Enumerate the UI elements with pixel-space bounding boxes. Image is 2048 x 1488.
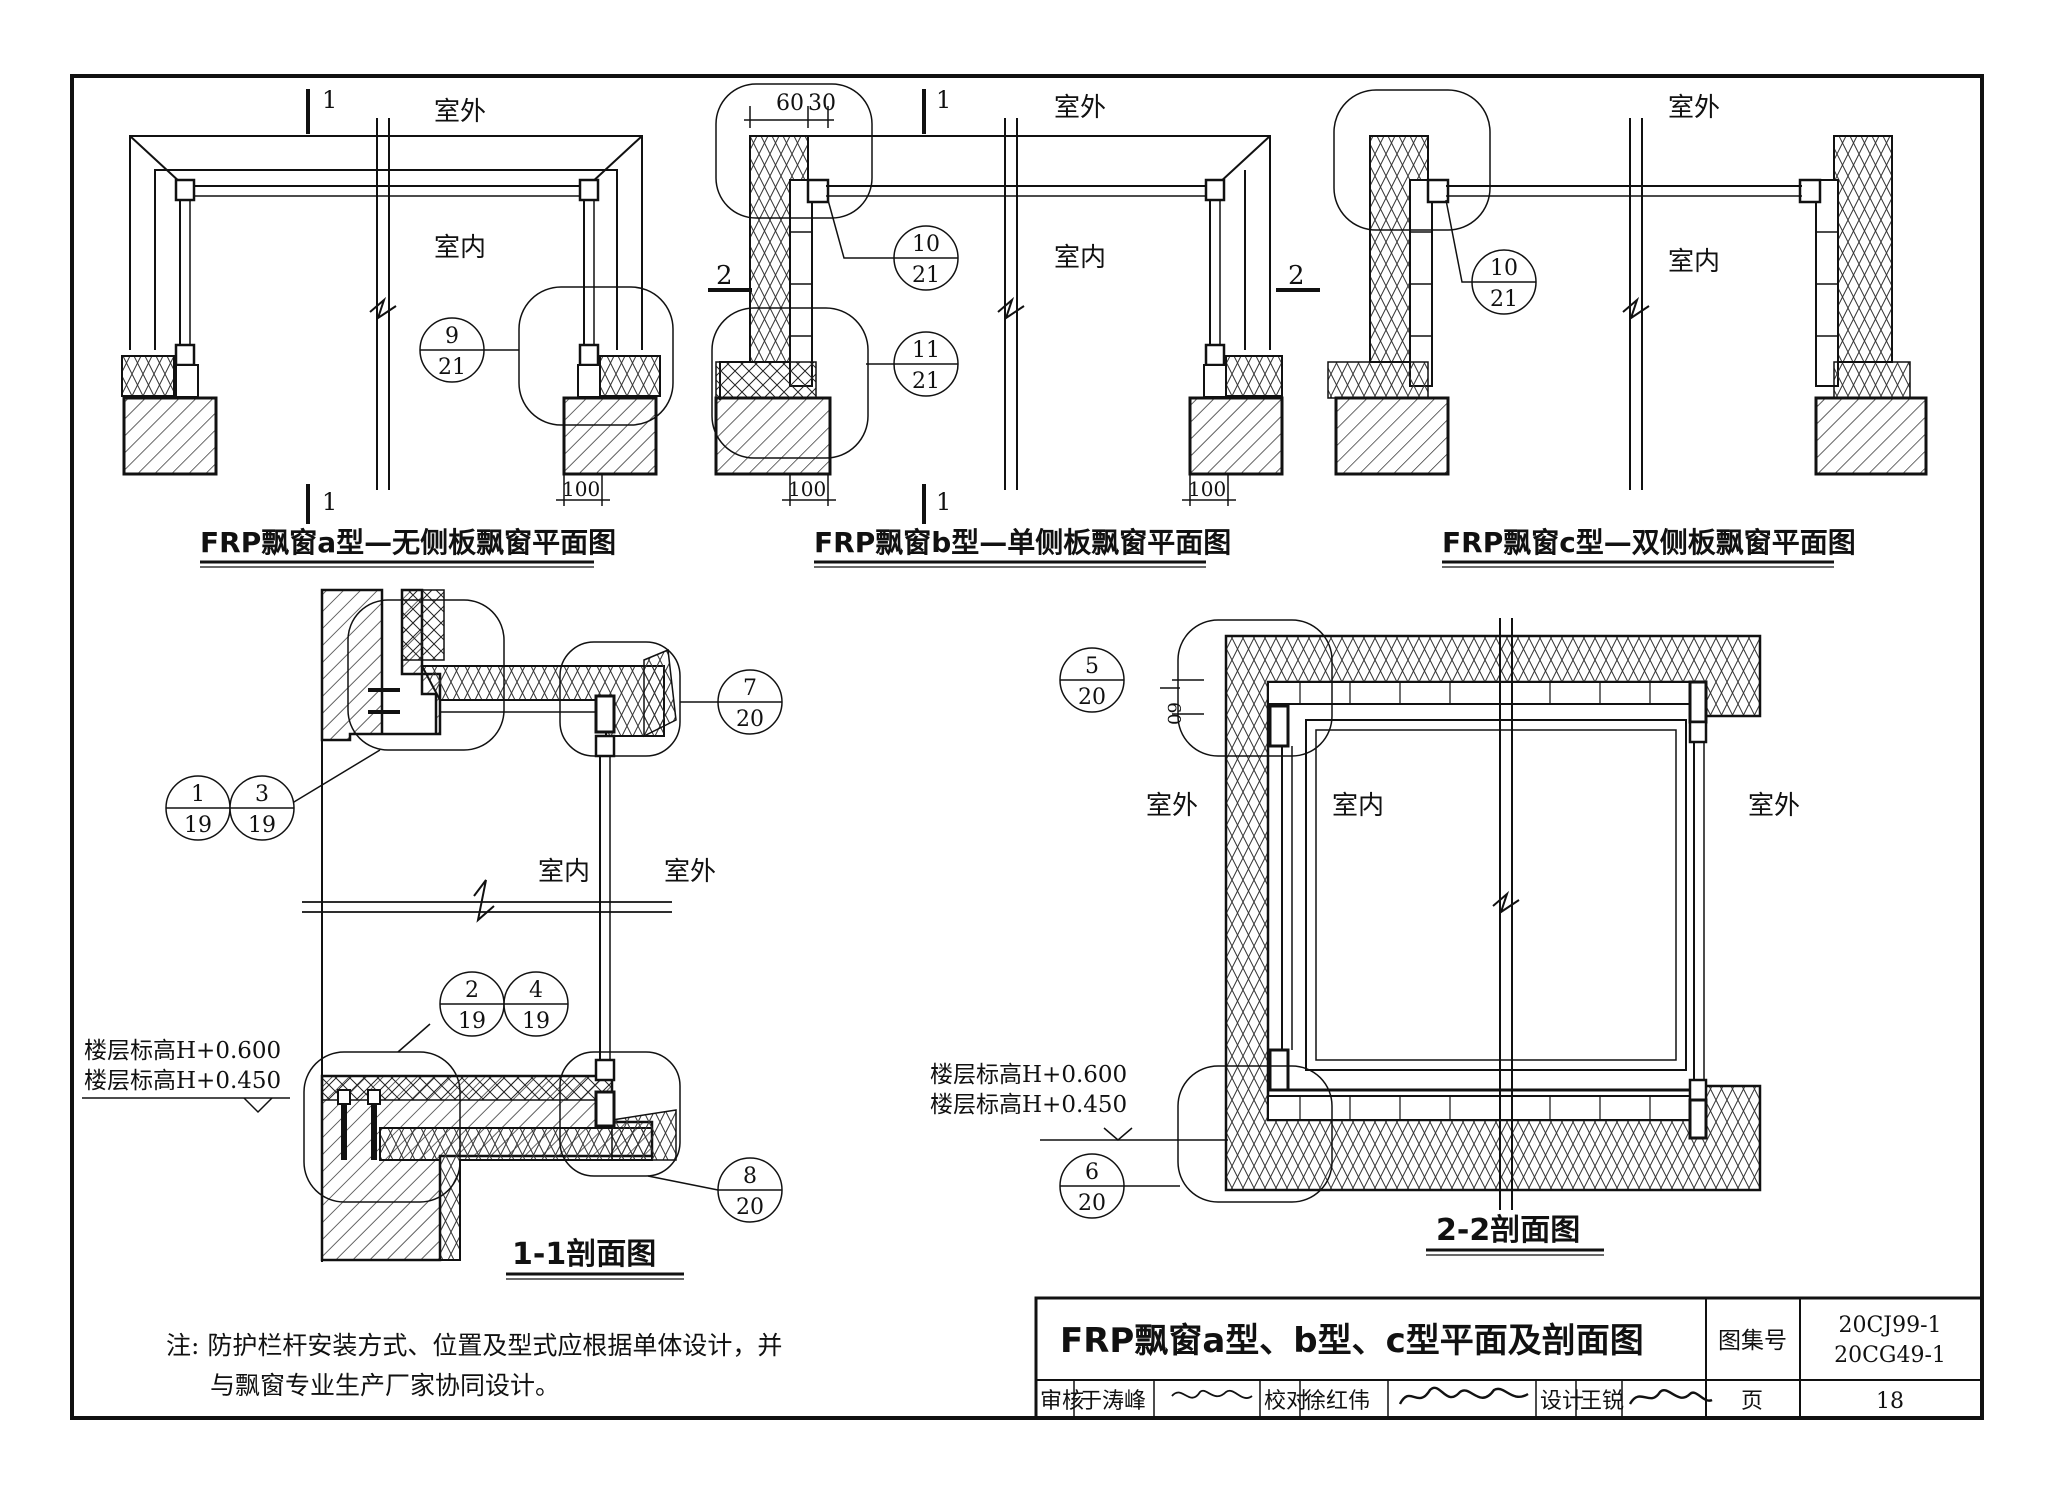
title-block-checker: 徐红伟 [1304, 1389, 1370, 1414]
section-1-indoor-label: 室内 [538, 857, 590, 887]
plan-c-indoor-label: 室内 [1668, 247, 1720, 277]
plan-b-outdoor-label: 室外 [1054, 93, 1106, 123]
plan-b-caption: FRP飘窗b型—单侧板飘窗平面图 [814, 526, 1231, 559]
section-1-caption: 1-1剖面图 [512, 1237, 656, 1272]
section-2-level-060: 楼层标高H+0.600 [930, 1062, 1127, 1088]
plan-b-dimension-100-left: 100 [788, 477, 826, 501]
title-block-atlas-label: 图集号 [1718, 1328, 1787, 1354]
plan-a-detail-ref-sheet: 21 [438, 355, 466, 380]
title-block-review-label: 审核 [1040, 1389, 1084, 1414]
note-line-2: 与飘窗专业生产厂家协同设计。 [210, 1371, 560, 1400]
section-1-detail-ref-7-number: 7 [743, 676, 757, 701]
title-block-title: FRP飘窗a型、b型、c型平面及剖面图 [1060, 1321, 1644, 1361]
plan-b-detail-ref-10: 10 21 [893, 225, 959, 291]
section-1-detail-ref-4-sheet: 19 [522, 1009, 550, 1034]
plan-a-indoor-label: 室内 [434, 233, 486, 263]
plan-c-detail-ref-number: 10 [1490, 256, 1518, 281]
plan-b-indoor-label: 室内 [1054, 243, 1106, 273]
section-2-detail-ref-5-number: 5 [1085, 654, 1099, 679]
plan-b-cut-label-top: 1 [936, 86, 951, 114]
section-1-detail-ref-3: 3 19 [229, 775, 295, 841]
section-2-level-045: 楼层标高H+0.450 [930, 1092, 1127, 1118]
title-block-atlas-no-1: 20CJ99-1 [1838, 1313, 1941, 1338]
section-1-outdoor-label: 室外 [664, 857, 716, 887]
designer-signature [1628, 1389, 1713, 1405]
plan-c-detail-ref: 10 21 [1471, 249, 1537, 315]
plan-a-cut-label-bottom: 1 [322, 488, 337, 516]
section-1-detail-ref-1-number: 1 [191, 782, 205, 807]
plan-b-detail-ref-10-number: 10 [912, 232, 940, 257]
section-1-level-045: 楼层标高H+0.450 [84, 1068, 281, 1094]
section-2-detail-ref-6-sheet: 20 [1078, 1191, 1106, 1216]
section-1-detail-ref-8: 8 20 [717, 1157, 783, 1223]
section-1-level-060: 楼层标高H+0.600 [84, 1038, 281, 1064]
section-1-detail-ref-1: 1 19 [165, 775, 231, 841]
plan-a-detail-ref: 9 21 [419, 317, 485, 383]
plan-c-drawing [1327, 89, 1928, 490]
title-block-designer: 王锐 [1580, 1389, 1624, 1414]
section-1-detail-ref-4-number: 4 [529, 978, 543, 1003]
plan-b-cut2-label-left: 2 [716, 261, 733, 291]
checker-signature [1398, 1386, 1529, 1405]
plan-c-detail-ref-sheet: 21 [1490, 287, 1518, 312]
plan-a-detail-ref-number: 9 [445, 324, 459, 349]
section-1-drawing [82, 588, 719, 1262]
title-block-design-label: 设计 [1540, 1389, 1584, 1414]
title-block-page-no: 18 [1876, 1389, 1904, 1414]
plan-b-detail-ref-11-number: 11 [912, 338, 940, 363]
section-1-detail-ref-2-sheet: 19 [458, 1009, 486, 1034]
plan-b-dimension-60: 60 [776, 91, 804, 116]
plan-c-caption: FRP飘窗c型—双侧板飘窗平面图 [1442, 526, 1856, 559]
section-1-detail-ref-2: 2 19 [439, 971, 505, 1037]
section-2-indoor-label: 室内 [1332, 791, 1384, 821]
plan-b-cut2-label-right: 2 [1288, 261, 1305, 291]
section-2-detail-ref-5: 5 20 [1059, 647, 1125, 713]
plan-a-dimension-100: 100 [562, 477, 600, 501]
plan-b-cut-label-bottom: 1 [936, 488, 951, 516]
section-2-detail-ref-5-sheet: 20 [1078, 685, 1106, 710]
plan-a-cut-label-top: 1 [322, 86, 337, 114]
section-2-outdoor-label-left: 室外 [1146, 791, 1198, 821]
section-2-dimension-60: 60 [1163, 702, 1184, 725]
section-2-detail-ref-6-number: 6 [1085, 1160, 1099, 1185]
plan-b-drawing [708, 83, 1320, 524]
section-1-detail-ref-4: 4 19 [503, 971, 569, 1037]
section-1-detail-ref-8-sheet: 20 [736, 1195, 764, 1220]
section-1-detail-ref-3-number: 3 [255, 782, 269, 807]
plan-a-caption: FRP飘窗a型—无侧板飘窗平面图 [200, 526, 616, 559]
plan-c-outdoor-label: 室外 [1668, 93, 1720, 123]
plan-b-dimension-100-right: 100 [1188, 477, 1226, 501]
title-block [1034, 1296, 1984, 1420]
title-block-atlas-no-2: 20CG49-1 [1834, 1343, 1946, 1368]
sheet-frame [70, 74, 1984, 1420]
section-1-detail-ref-7: 7 20 [717, 669, 783, 735]
plan-b-detail-ref-10-sheet: 21 [912, 263, 940, 288]
plan-b-detail-ref-11-sheet: 21 [912, 369, 940, 394]
section-1-detail-ref-8-number: 8 [743, 1164, 757, 1189]
plan-a-drawing [121, 89, 674, 524]
note-line-1: 注: 防护栏杆安装方式、位置及型式应根据单体设计，并 [166, 1331, 782, 1360]
plan-a-outdoor-label: 室外 [434, 97, 486, 127]
section-2-detail-ref-6: 6 20 [1059, 1153, 1125, 1219]
title-block-page-label: 页 [1741, 1389, 1763, 1414]
section-2-outdoor-label-right: 室外 [1748, 791, 1800, 821]
reviewer-signature [1171, 1389, 1253, 1399]
plan-b-detail-ref-11: 11 21 [893, 331, 959, 397]
section-2-drawing [1040, 618, 1762, 1210]
title-block-reviewer: 于涛峰 [1080, 1389, 1146, 1414]
section-1-detail-ref-3-sheet: 19 [248, 813, 276, 838]
title-block-check-label: 校对 [1264, 1389, 1308, 1414]
plan-b-dimension-30: 30 [808, 91, 836, 116]
section-1-detail-ref-7-sheet: 20 [736, 707, 764, 732]
section-1-detail-ref-2-number: 2 [465, 978, 479, 1003]
section-2-caption: 2-2剖面图 [1436, 1213, 1580, 1248]
section-1-detail-ref-1-sheet: 19 [184, 813, 212, 838]
